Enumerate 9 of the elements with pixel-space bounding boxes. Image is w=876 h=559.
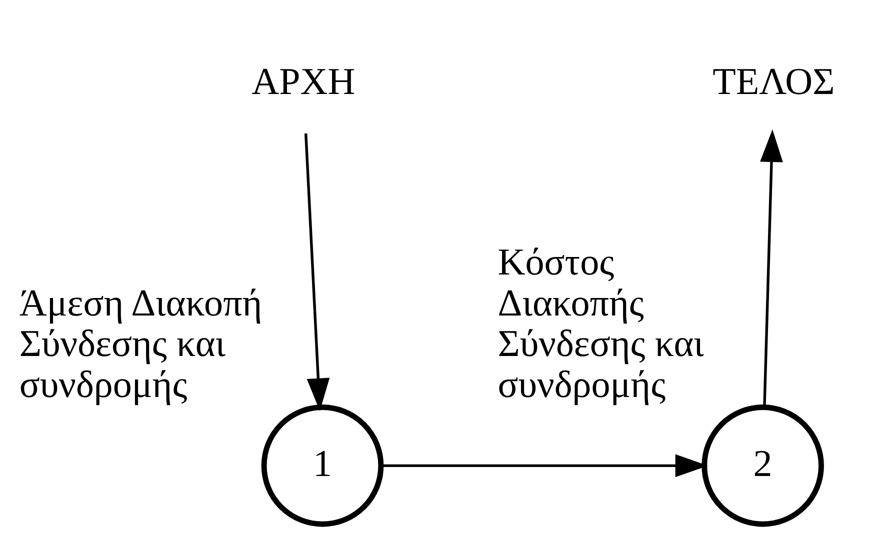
node-label: Άμεση Διακοπή Σύνδεσης και συνδρομής xyxy=(19,282,262,406)
node-text: ΑΡΧΗ xyxy=(252,60,356,103)
arrow xyxy=(304,133,330,411)
node-circle: 1 xyxy=(261,404,384,527)
node-text: ΤΕΛΟΣ xyxy=(712,60,835,103)
node-label: Κόστος Διακοπής Σύνδεσης και συνδρομής xyxy=(498,242,704,406)
arrow xyxy=(760,129,783,407)
arrow xyxy=(380,454,708,478)
node-circle: 2 xyxy=(702,404,824,527)
